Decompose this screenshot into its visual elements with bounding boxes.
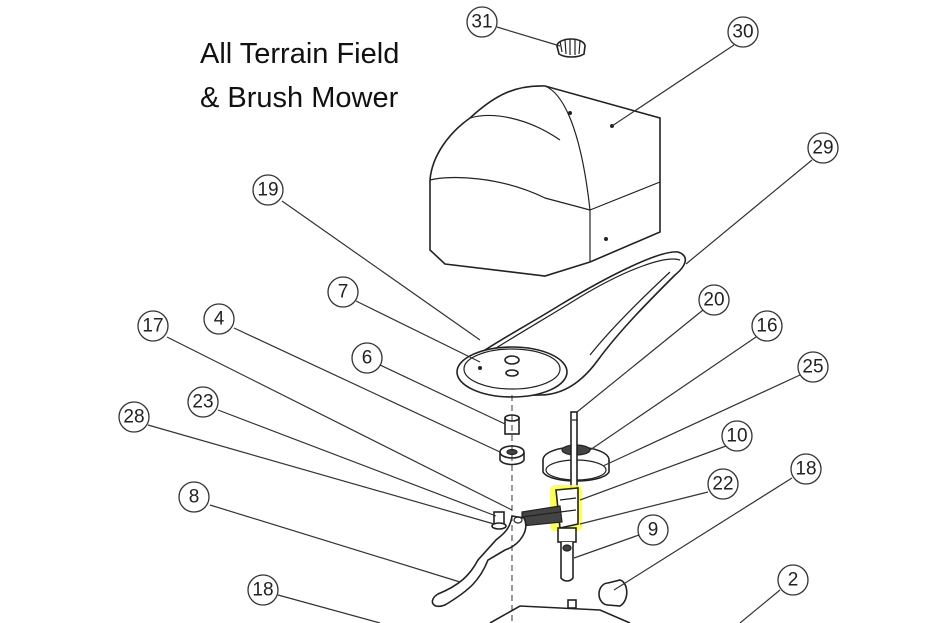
callout-circle xyxy=(118,401,150,433)
callout-circle xyxy=(707,468,739,500)
callout-c25: 25 xyxy=(797,351,829,383)
callout-label: 28 xyxy=(123,407,144,428)
callout-circle xyxy=(790,453,822,485)
callout-c9: 9 xyxy=(637,514,669,546)
callout-label: 31 xyxy=(471,12,492,33)
callout-label: 18 xyxy=(252,580,273,601)
part-9-bolt xyxy=(557,527,577,582)
callout-label: 8 xyxy=(189,487,200,508)
callout-label: 29 xyxy=(812,138,833,159)
callout-label: 17 xyxy=(142,316,163,337)
part-7-pulley xyxy=(456,346,568,398)
callout-label: 22 xyxy=(712,474,733,495)
callout-c20: 20 xyxy=(698,284,730,316)
callout-label: 10 xyxy=(726,426,747,447)
callout-c18b: 18 xyxy=(247,574,279,606)
callout-label: 18 xyxy=(795,459,816,480)
callout-label: 30 xyxy=(732,22,753,43)
callout-circle xyxy=(466,6,498,38)
callout-c8: 8 xyxy=(178,481,210,513)
part-30-belt-cover xyxy=(429,85,661,277)
callout-label: 23 xyxy=(192,392,213,413)
callout-circle xyxy=(721,420,753,452)
callout-c23: 23 xyxy=(187,386,219,418)
callout-c28: 28 xyxy=(118,401,150,433)
callout-circle xyxy=(751,310,783,342)
callout-circle xyxy=(187,386,219,418)
callout-c7: 7 xyxy=(327,276,359,308)
callout-c18a: 18 xyxy=(790,453,822,485)
part-28-small-bolt xyxy=(491,511,507,530)
callout-c2: 2 xyxy=(777,564,809,596)
callout-c16: 16 xyxy=(751,310,783,342)
callout-circle xyxy=(637,514,669,546)
callout-c10: 10 xyxy=(721,420,753,452)
callout-circle xyxy=(698,284,730,316)
part-31-knob xyxy=(556,38,586,58)
callout-label: 7 xyxy=(338,282,349,303)
callout-label: 6 xyxy=(362,348,373,369)
callout-circle xyxy=(252,174,284,206)
callout-label: 19 xyxy=(257,180,278,201)
callout-c17: 17 xyxy=(137,310,169,342)
callout-c4: 4 xyxy=(203,303,235,335)
callout-circle xyxy=(137,310,169,342)
callout-label: 20 xyxy=(703,290,724,311)
callout-circle xyxy=(727,16,759,48)
callout-c31: 31 xyxy=(466,6,498,38)
part-2-deck-base xyxy=(489,599,631,623)
diagram-title: All Terrain Field & Brush Mower xyxy=(200,32,399,120)
callout-circle xyxy=(807,132,839,164)
callout-c30: 30 xyxy=(727,16,759,48)
callout-circle xyxy=(351,342,383,374)
callout-label: 2 xyxy=(788,570,799,591)
callout-circle xyxy=(178,481,210,513)
callout-c19: 19 xyxy=(252,174,284,206)
part-8-lever xyxy=(431,515,527,608)
callout-circle xyxy=(247,574,279,606)
callout-group xyxy=(147,26,813,623)
callout-circle xyxy=(203,303,235,335)
callout-label: 4 xyxy=(214,309,225,330)
part-20-shaft xyxy=(570,411,578,493)
callout-label: 9 xyxy=(648,520,659,541)
part-18-bushing xyxy=(598,579,628,607)
callout-circle xyxy=(327,276,359,308)
callout-c6: 6 xyxy=(351,342,383,374)
callout-circles: 31 30 29 19 7 20 16 25 17 4 6 10 28 23 18 22 8 9 18 2 xyxy=(118,6,839,606)
callout-circle xyxy=(797,351,829,383)
part-23-arm-bar xyxy=(521,505,563,527)
callout-circle xyxy=(777,564,809,596)
callout-c29: 29 xyxy=(807,132,839,164)
callout-label: 25 xyxy=(802,357,823,378)
callout-c22: 22 xyxy=(707,468,739,500)
title-line-2: & Brush Mower xyxy=(200,82,399,114)
title-line-1: All Terrain Field xyxy=(200,38,400,70)
callout-label: 16 xyxy=(756,316,777,337)
